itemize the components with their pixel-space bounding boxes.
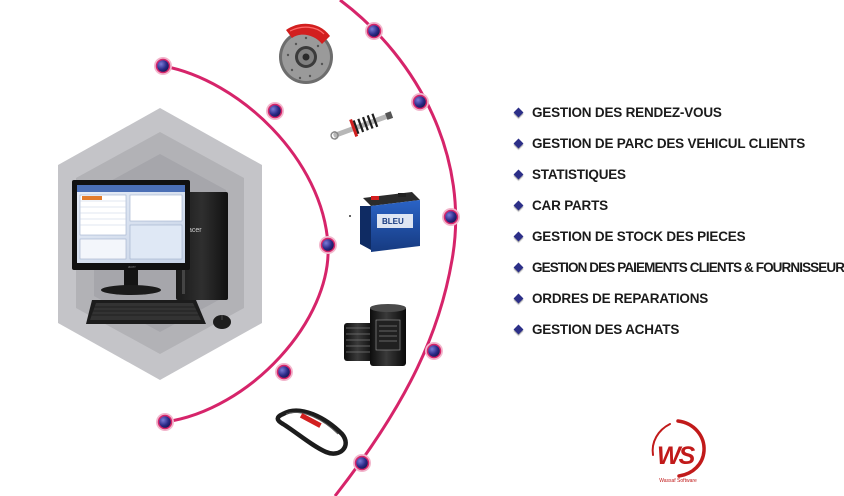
- battery-brand: BLEU: [382, 217, 404, 226]
- orbit-node: [154, 57, 172, 75]
- oil-filter-icon: [344, 304, 406, 366]
- shock-absorber-icon: [330, 111, 394, 140]
- feature-label: STATISTIQUES: [532, 167, 626, 182]
- feature-item-statistiques: STATISTIQUES: [512, 165, 844, 196]
- brake-disc-icon: [279, 23, 333, 84]
- orbit-nodes: [154, 22, 460, 472]
- orbit-node: [365, 22, 383, 40]
- diamond-bullet-icon: [513, 200, 524, 211]
- logo-initials: WS: [657, 442, 696, 470]
- diamond-bullet-icon: [513, 107, 524, 118]
- ws-logo: WS: [651, 419, 706, 478]
- feature-label: ORDRES DE REPARATIONS: [532, 291, 709, 306]
- feature-label: GESTION DES ACHATS: [532, 322, 680, 337]
- feature-list: GESTION DES RENDEZ-VOUS GESTION DE PARC …: [512, 103, 844, 351]
- orbit-node: [266, 102, 284, 120]
- orbit-node: [411, 93, 429, 111]
- feature-label: GESTION DE PARC DES VEHICUL CLIENTS: [532, 136, 806, 151]
- diamond-bullet-icon: [513, 324, 524, 335]
- feature-item-achats: GESTION DES ACHATS: [512, 320, 844, 351]
- orbit-node: [156, 413, 174, 431]
- feature-item-rendez-vous: GESTION DES RENDEZ-VOUS: [512, 103, 844, 134]
- drive-belt-icon: [275, 408, 348, 456]
- tower-brand: acer: [188, 227, 202, 234]
- monitor-brand: acer: [128, 264, 136, 269]
- feature-item-parc-vehicules: GESTION DE PARC DES VEHICUL CLIENTS: [512, 134, 844, 165]
- feature-label: GESTION DE STOCK DES PIECES: [532, 229, 746, 244]
- feature-label: CAR PARTS: [532, 198, 608, 213]
- feature-item-paiements: GESTION DES PAIEMENTS CLIENTS & FOURNISS…: [512, 258, 844, 289]
- diamond-bullet-icon: [513, 231, 524, 242]
- diamond-bullet-icon: [513, 138, 524, 149]
- orbit-node: [353, 454, 371, 472]
- diamond-bullet-icon: [513, 293, 524, 304]
- desktop-computer-icon: acer acer: [72, 180, 231, 329]
- car-battery-icon: BLEU: [349, 192, 420, 252]
- orbit-node: [319, 236, 337, 254]
- feature-label: GESTION DES RENDEZ-VOUS: [532, 105, 722, 120]
- orbit-node: [442, 208, 460, 226]
- logo-tagline: Wassaf Software: [659, 478, 697, 484]
- diamond-bullet-icon: [513, 262, 524, 273]
- feature-label: GESTION DES PAIEMENTS CLIENTS & FOURNISS…: [532, 260, 844, 275]
- orbit-node: [275, 363, 293, 381]
- orbit-node: [425, 342, 443, 360]
- feature-item-ordres-reparations: ORDRES DE REPARATIONS: [512, 289, 844, 320]
- feature-item-car-parts: CAR PARTS: [512, 196, 844, 227]
- feature-item-stock-pieces: GESTION DE STOCK DES PIECES: [512, 227, 844, 258]
- diamond-bullet-icon: [513, 169, 524, 180]
